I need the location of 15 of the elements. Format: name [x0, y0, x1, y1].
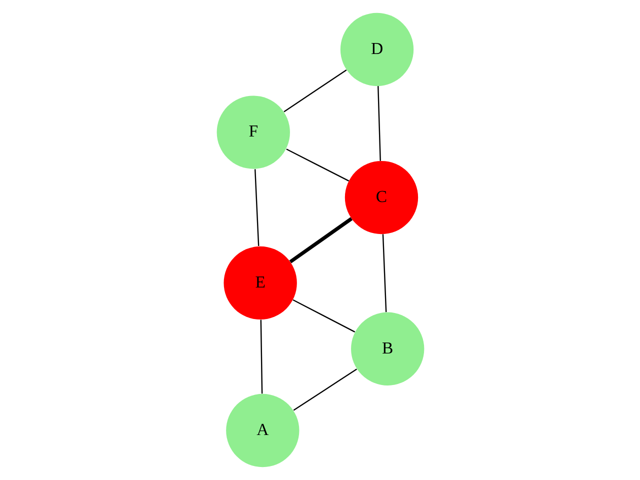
node-circle: B — [350, 312, 424, 386]
connector — [286, 148, 349, 182]
node-circle: D — [340, 12, 414, 86]
connector — [283, 69, 346, 112]
connector — [260, 320, 262, 394]
connector — [254, 169, 259, 246]
node-circle: E — [223, 246, 296, 320]
connector — [377, 86, 380, 161]
connector — [292, 299, 355, 332]
node-circle: A — [226, 394, 299, 468]
connector — [288, 217, 352, 264]
connector — [382, 234, 386, 312]
node-circle: C — [344, 160, 418, 234]
node-circle: F — [216, 96, 290, 169]
connector — [292, 368, 357, 411]
